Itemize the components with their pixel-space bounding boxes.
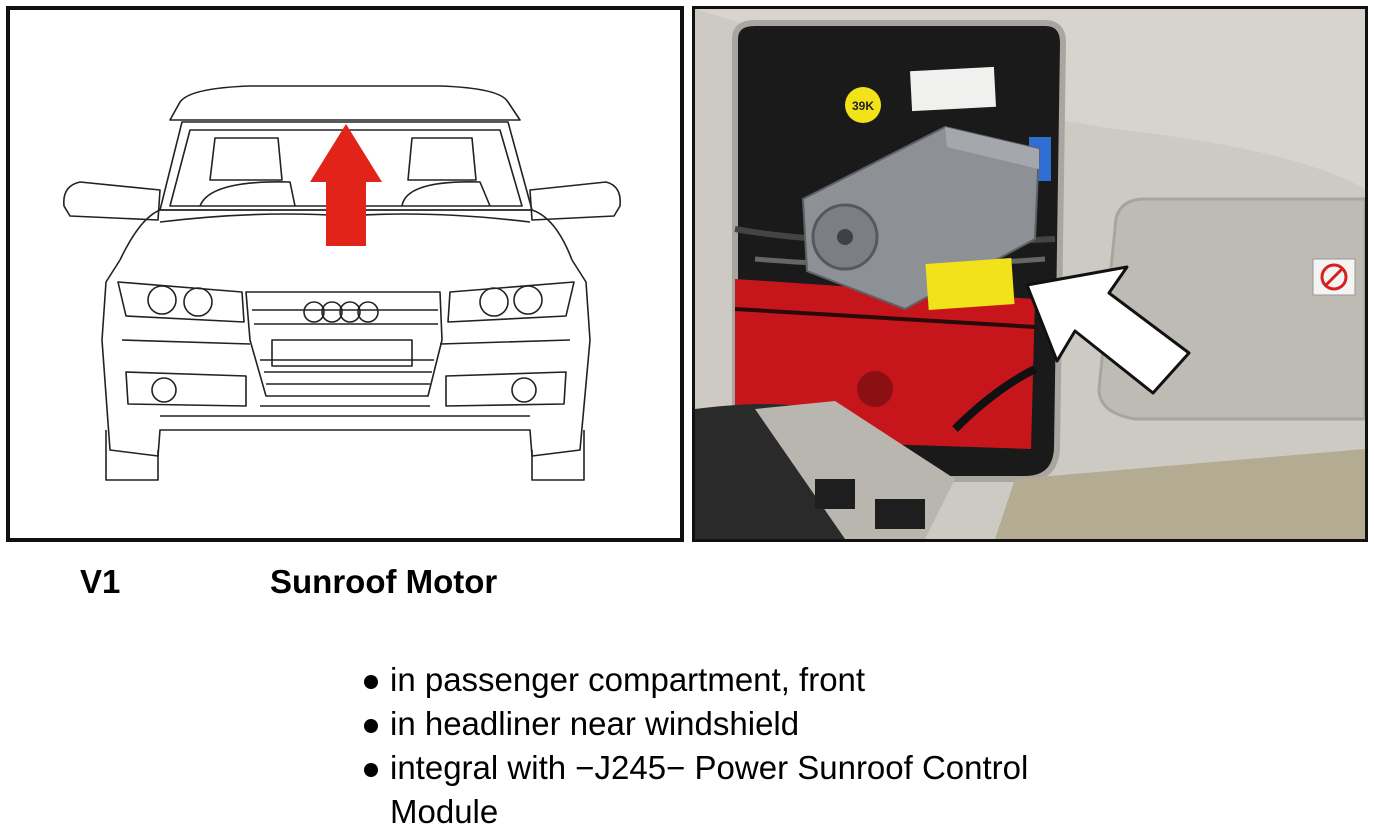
list-item: integral with −J245− Power Sunroof Contr…	[362, 746, 1122, 834]
left-headlight	[117, 281, 245, 323]
yellow-sticker	[845, 87, 881, 123]
motor-photo-illustration: 39K	[695, 9, 1365, 539]
right-headlight	[447, 281, 575, 323]
location-list: in passenger compartment, front in headl…	[362, 658, 1122, 834]
license-plate	[271, 339, 413, 367]
car-front-line-drawing	[63, 85, 622, 481]
grille-outline	[245, 291, 443, 397]
sticker-label: 39K	[852, 99, 874, 113]
car-front-diagram	[6, 6, 684, 542]
component-name: Sunroof Motor	[270, 563, 498, 600]
list-item: in headliner near windshield	[362, 702, 1122, 746]
motor-label-yellow	[925, 258, 1015, 310]
white-pointer-arrow-icon	[1025, 265, 1191, 395]
roof-outline	[169, 85, 521, 121]
left-mirror	[63, 181, 161, 221]
red-arrow-icon	[310, 124, 382, 246]
list-item: in passenger compartment, front	[362, 658, 1122, 702]
component-code: V1	[80, 563, 121, 600]
sunroof-motor-photo: 39K	[692, 6, 1368, 542]
right-mirror	[529, 181, 622, 221]
sun-visor	[1097, 197, 1365, 421]
